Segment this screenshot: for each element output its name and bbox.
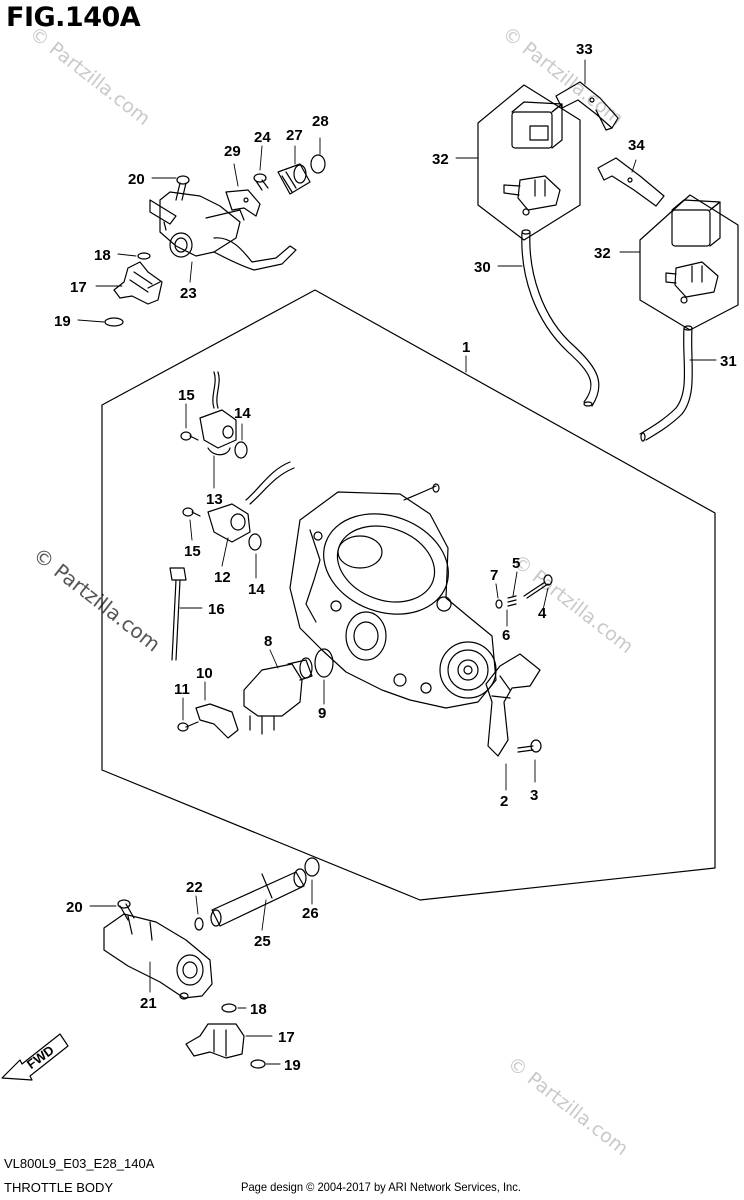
screw-icon [523,574,553,599]
callout-18a: 18 [94,247,111,264]
callout-20b: 20 [66,899,83,916]
fuel-injector-icon [113,261,163,305]
callout-3: 3 [530,787,538,804]
o-ring-icon [221,1003,237,1013]
copyright-notice: Page design © 2004-2017 by ARI Network S… [241,1180,521,1194]
figure-title: FIG.140A [6,2,141,33]
screw-icon [180,431,199,441]
delivery-pipe-icon [149,191,297,271]
o-ring-icon [314,648,334,678]
callout-24: 24 [254,129,271,146]
callout-17b: 17 [278,1029,295,1046]
callout-20a: 20 [128,171,145,188]
callout-4: 4 [538,605,547,622]
callout-19b: 19 [284,1057,301,1074]
callout-16: 16 [208,601,225,618]
o-ring-icon [234,441,248,459]
callout-7: 7 [490,567,498,584]
callout-8: 8 [264,633,272,650]
callout-33: 33 [576,41,593,58]
callout-32b: 32 [594,245,611,262]
callout-19a: 19 [54,313,71,330]
o-ring-icon [304,857,320,877]
figure-code: VL800L9_E03_E28_140A [4,1156,155,1171]
callout-34: 34 [628,137,645,154]
bracket-icon [225,189,261,217]
o-ring-icon [250,1059,266,1069]
screw-icon [253,173,269,191]
callout-27: 27 [286,127,303,144]
throttle-body-icon [289,483,497,709]
cable-bracket-icon [485,653,541,757]
callout-32a: 32 [432,151,449,168]
cable-tie-icon [169,567,187,661]
map-sensor-icon [503,101,563,216]
callout-14b: 14 [248,581,265,598]
vacuum-hose-icon [521,229,600,407]
callout-17a: 17 [70,279,87,296]
o-ring-icon [310,154,326,174]
callout-26: 26 [302,905,319,922]
idle-speed-sensor-icon [243,657,313,735]
throttle-sensor-icon [199,371,237,456]
callout-6: 6 [502,627,510,644]
callout-30: 30 [474,259,491,276]
o-ring-icon [137,252,151,260]
leader-lines [77,59,717,1065]
bolt-icon [117,899,135,921]
callout-13: 13 [206,491,223,508]
bracket-icon [597,157,665,207]
callout-11: 11 [174,681,190,698]
o-ring-icon [248,533,262,551]
callout-12: 12 [214,569,231,586]
screw-icon [517,739,542,753]
callout-28: 28 [312,113,329,130]
callout-21: 21 [140,995,157,1012]
spring-icon [507,595,517,607]
o-ring-icon [194,917,204,931]
callout-5: 5 [512,555,520,572]
bracket-icon [555,81,619,131]
bolt-icon [175,175,190,201]
callout-10: 10 [196,665,213,682]
delivery-pipe-icon [103,913,213,1000]
screw-icon [177,721,199,732]
vacuum-hose-icon [639,325,693,442]
callout-25: 25 [254,933,271,950]
callout-1: 1 [462,339,470,356]
callout-22: 22 [186,879,203,896]
callout-2: 2 [500,793,508,810]
callout-15a: 15 [178,387,195,404]
assembly-boundary [101,289,716,901]
screw-icon [182,507,201,517]
callout-9: 9 [318,705,326,722]
figure-name: THROTTLE BODY [4,1180,114,1195]
o-ring-icon [495,599,503,609]
callout-14a: 14 [234,405,251,422]
callout-23: 23 [180,285,197,302]
fuel-injector-icon [185,1023,245,1059]
callout-18b: 18 [250,1001,267,1018]
fwd-arrow-icon: FWD [1,1033,69,1081]
sensor-kit-box [477,84,581,241]
o-ring-icon [104,317,124,327]
bracket-icon [195,703,239,739]
pipe-icon [210,868,307,927]
sensor-kit-box [639,194,739,331]
fuel-joint-icon [277,163,311,195]
callout-15b: 15 [184,543,201,560]
callout-31: 31 [720,353,737,370]
callout-29: 29 [224,143,241,160]
map-sensor-icon [665,199,721,304]
throttle-sensor-icon [207,461,295,543]
